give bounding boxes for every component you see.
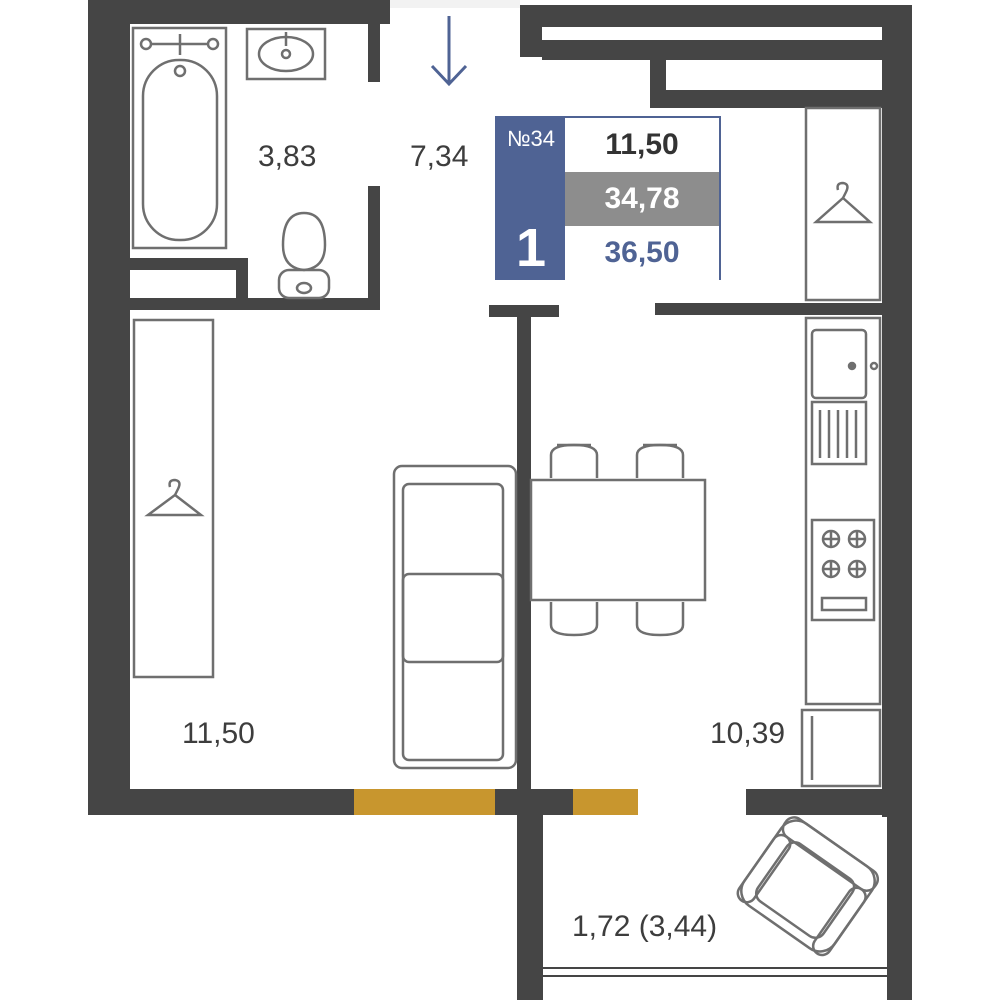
kitchen-area-label: 10,39 [710,717,786,750]
entrance-arrow-icon [430,16,468,87]
toilet-icon [277,211,331,300]
closet-upper [804,106,882,302]
sofa-icon [392,464,518,770]
living-area-value: 11,50 [565,118,719,172]
sink-icon [245,27,327,81]
hanger-icon [144,478,205,517]
total-area-value: 34,78 [565,172,719,226]
hallway-area-label: 7,34 [410,140,469,173]
kitchen-sink-icon [810,328,879,466]
dining-table-icon [529,443,707,637]
info-side-panel: №34 1 [497,118,565,278]
kitchen-counter [804,316,882,706]
bathtub-icon [131,26,228,250]
apartment-info-box: №34 1 11,50 34,78 36,50 [495,116,721,280]
windows [354,789,638,815]
wardrobe [132,318,215,679]
total-with-balcony-value: 36,50 [565,226,719,280]
stove-icon [810,518,876,622]
balcony-area-label: 1,72 (3,44) [572,910,718,943]
walls [88,0,912,1000]
balcony-railing [543,967,887,977]
apartment-number: №34 [506,126,556,151]
rooms-count: 1 [515,218,547,278]
bathroom-area-label: 3,83 [258,140,317,173]
living-room-area-label: 11,50 [182,717,255,750]
armchair-icon [736,816,880,957]
entrance-opening [390,0,520,8]
hanger-icon [812,181,874,224]
fridge-icon [800,708,882,788]
